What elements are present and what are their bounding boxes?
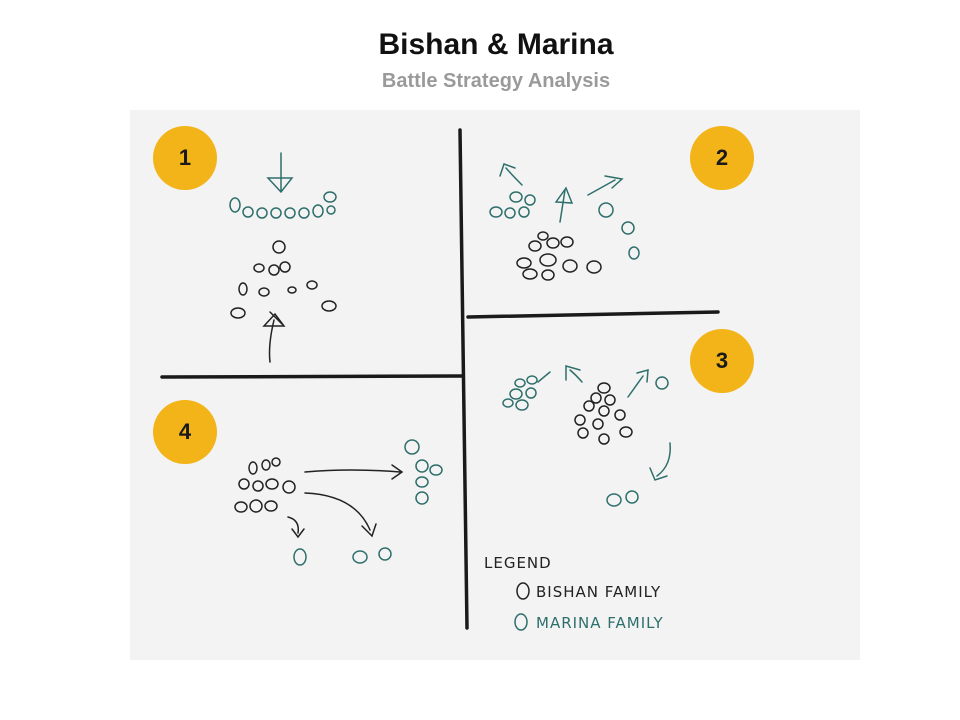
bishan-unit: [272, 240, 286, 254]
legend-bishan: BISHAN FAMILY: [536, 583, 661, 601]
marina-unit: [628, 246, 640, 260]
marina-unit: [598, 202, 614, 218]
bishan-unit: [528, 240, 542, 252]
bishan-unit: [253, 263, 265, 273]
marina-unit: [270, 207, 282, 219]
marina-unit: [229, 197, 241, 213]
marina-unit: [298, 207, 310, 219]
marina-unit: [621, 221, 635, 235]
marina-unit: [312, 204, 324, 218]
bishan-unit: [522, 268, 538, 280]
marina-unit: [404, 439, 420, 455]
bishan-units: [230, 231, 633, 513]
bishan-legend-icon: [516, 582, 530, 600]
marina-unit: [655, 376, 669, 390]
bishan-unit: [321, 300, 337, 312]
bishan-unit: [598, 433, 610, 445]
bishan-unit: [516, 257, 532, 269]
marina-unit: [606, 493, 622, 507]
legend: LEGEND BISHAN FAMILY MARINA FAMILY: [484, 554, 664, 632]
marina-units: [229, 191, 669, 566]
marina-unit: [518, 206, 530, 218]
marina-unit: [524, 194, 536, 206]
bishan-unit: [574, 414, 586, 426]
bishan-unit: [268, 264, 280, 276]
vertical-divider: [458, 128, 469, 630]
bishan-unit: [592, 418, 604, 430]
marina-unit: [429, 464, 443, 476]
quadrant-2-badge: 2: [690, 126, 754, 190]
marina-unit: [378, 547, 392, 561]
bishan-arrows: [262, 311, 404, 539]
bishan-unit: [261, 459, 271, 471]
page-title: Bishan & Marina: [378, 28, 614, 61]
bishan-unit: [539, 253, 557, 267]
bishan-unit: [614, 409, 626, 421]
bishan-unit: [541, 269, 555, 281]
quadrant-dividers: [160, 128, 720, 630]
bishan-unit: [604, 394, 616, 406]
quadrant-4-badge: 4: [153, 400, 217, 464]
bishan-unit: [546, 237, 560, 249]
bishan-unit: [583, 400, 595, 412]
marina-unit: [293, 548, 307, 566]
bishan-unit: [238, 478, 250, 490]
marina-unit: [625, 490, 639, 504]
marina-unit: [515, 399, 529, 411]
marina-unit: [525, 387, 537, 399]
marina-unit: [509, 388, 523, 400]
marina-unit: [352, 550, 368, 564]
bishan-unit: [249, 499, 263, 513]
page-subtitle: Battle Strategy Analysis: [381, 70, 611, 92]
bishan-unit: [252, 480, 264, 492]
bishan-unit: [238, 282, 248, 296]
bishan-unit: [619, 426, 633, 438]
marina-unit: [323, 191, 337, 203]
bishan-unit: [282, 480, 296, 494]
bishan-unit: [577, 427, 589, 439]
bishan-unit: [560, 236, 574, 248]
bishan-unit: [287, 286, 297, 294]
marina-arrows: [266, 152, 671, 481]
bishan-unit: [586, 260, 602, 274]
marina-unit: [502, 398, 514, 408]
right-horizontal-divider: [466, 310, 720, 319]
marina-unit: [242, 206, 254, 218]
bishan-unit: [598, 405, 610, 417]
marina-unit: [514, 378, 526, 388]
marina-unit: [326, 205, 336, 215]
marina-unit: [504, 207, 516, 219]
bishan-unit: [248, 461, 258, 475]
bishan-unit: [279, 261, 291, 273]
marina-unit: [489, 206, 503, 218]
bishan-unit: [265, 478, 279, 490]
marina-unit: [256, 207, 268, 219]
marina-unit: [415, 459, 429, 473]
quadrant-1-badge: 1: [153, 126, 217, 190]
bishan-unit: [590, 392, 602, 404]
bishan-unit: [306, 280, 318, 290]
marina-unit: [526, 375, 538, 385]
bishan-unit: [230, 307, 246, 319]
bishan-unit: [271, 457, 281, 467]
marina-unit: [509, 191, 523, 203]
bishan-unit: [537, 231, 549, 241]
bishan-unit: [264, 500, 278, 512]
quadrant-3-badge: 3: [690, 329, 754, 393]
legend-title: LEGEND: [484, 554, 552, 572]
bishan-unit: [562, 259, 578, 273]
bishan-unit: [234, 501, 248, 513]
marina-unit: [284, 207, 296, 219]
legend-marina: MARINA FAMILY: [536, 614, 664, 632]
bishan-unit: [597, 382, 611, 394]
marina-unit: [415, 491, 429, 505]
marina-unit: [415, 476, 429, 488]
bishan-unit: [258, 287, 270, 297]
marina-legend-icon: [514, 613, 528, 631]
left-horizontal-divider: [160, 374, 464, 379]
